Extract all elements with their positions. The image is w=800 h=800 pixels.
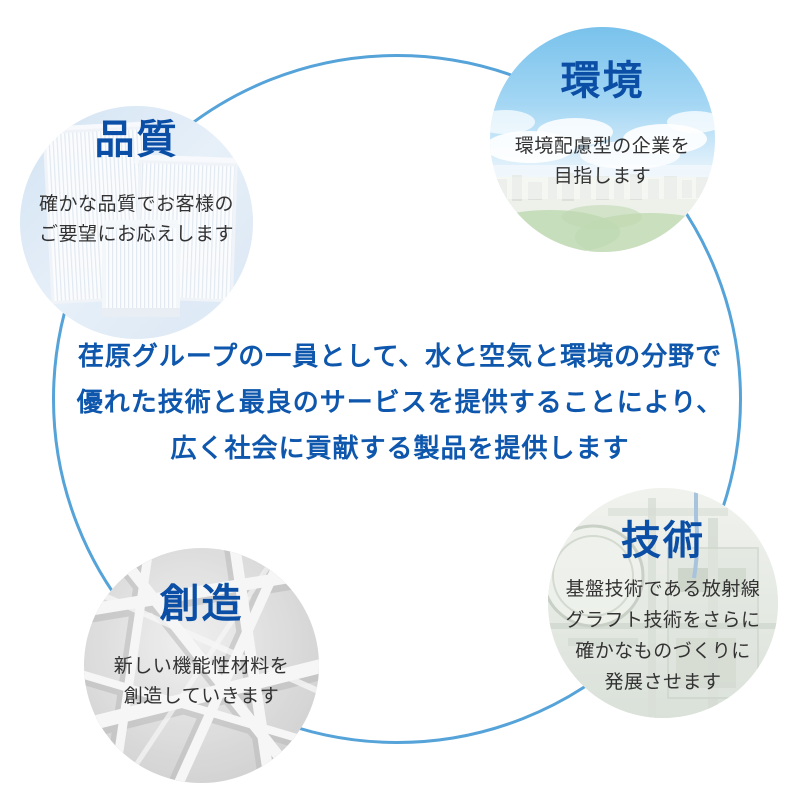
creation-text-line: 新しい機能性材料を — [113, 655, 290, 677]
environment-text-line: 環境配慮型の企業を — [514, 135, 691, 157]
technology-title: 技術 — [621, 518, 705, 564]
circle-environment: 環境 環境配慮型の企業を 目指します — [490, 27, 715, 252]
environment-text-line: 目指します — [553, 165, 652, 187]
circle-technology: 技術 基盤技術である放射線 グラフト技術をさらに 確かなものづくりに 発展させま… — [548, 488, 778, 718]
mission-statement: 荏原グループの一員として、水と空気と環境の分野で 優れた技術と最良のサービスを提… — [0, 334, 800, 472]
creation-text-line: 創造していきます — [123, 685, 280, 707]
environment-title: 環境 — [560, 58, 645, 104]
quality-title: 品質 — [94, 117, 179, 163]
technology-text-line: グラフト技術をさらに — [565, 609, 761, 631]
quality-text-line: 確かな品質でお客様の — [38, 193, 234, 215]
connecting-ring — [52, 54, 742, 744]
creation-title: 創造 — [159, 581, 244, 627]
technology-text-line: 基盤技術である放射線 — [565, 578, 761, 600]
mission-statement-line: 荏原グループの一員として、水と空気と環境の分野で — [77, 342, 723, 372]
technology-text-line: 確かなものづくりに — [575, 640, 751, 662]
mission-statement-line: 優れた技術と最良のサービスを提供することにより、 — [76, 388, 724, 418]
technology-text-line: 発展させます — [604, 671, 722, 693]
air-filter-products-photo — [20, 106, 253, 339]
industrial-equipment-photo — [548, 488, 778, 718]
circle-quality: 品質 確かな品質でお客様の ご要望にお応えします — [20, 106, 253, 339]
nonwoven-fiber-micrograph-photo — [84, 548, 319, 783]
quality-text-line: ご要望にお応えします — [38, 223, 234, 245]
circle-creation: 創造 新しい機能性材料を 創造していきます — [84, 548, 319, 783]
sky-and-cityscape-photo — [490, 27, 715, 252]
mission-statement-line: 広く社会に貢献する製品を提供します — [170, 434, 630, 464]
